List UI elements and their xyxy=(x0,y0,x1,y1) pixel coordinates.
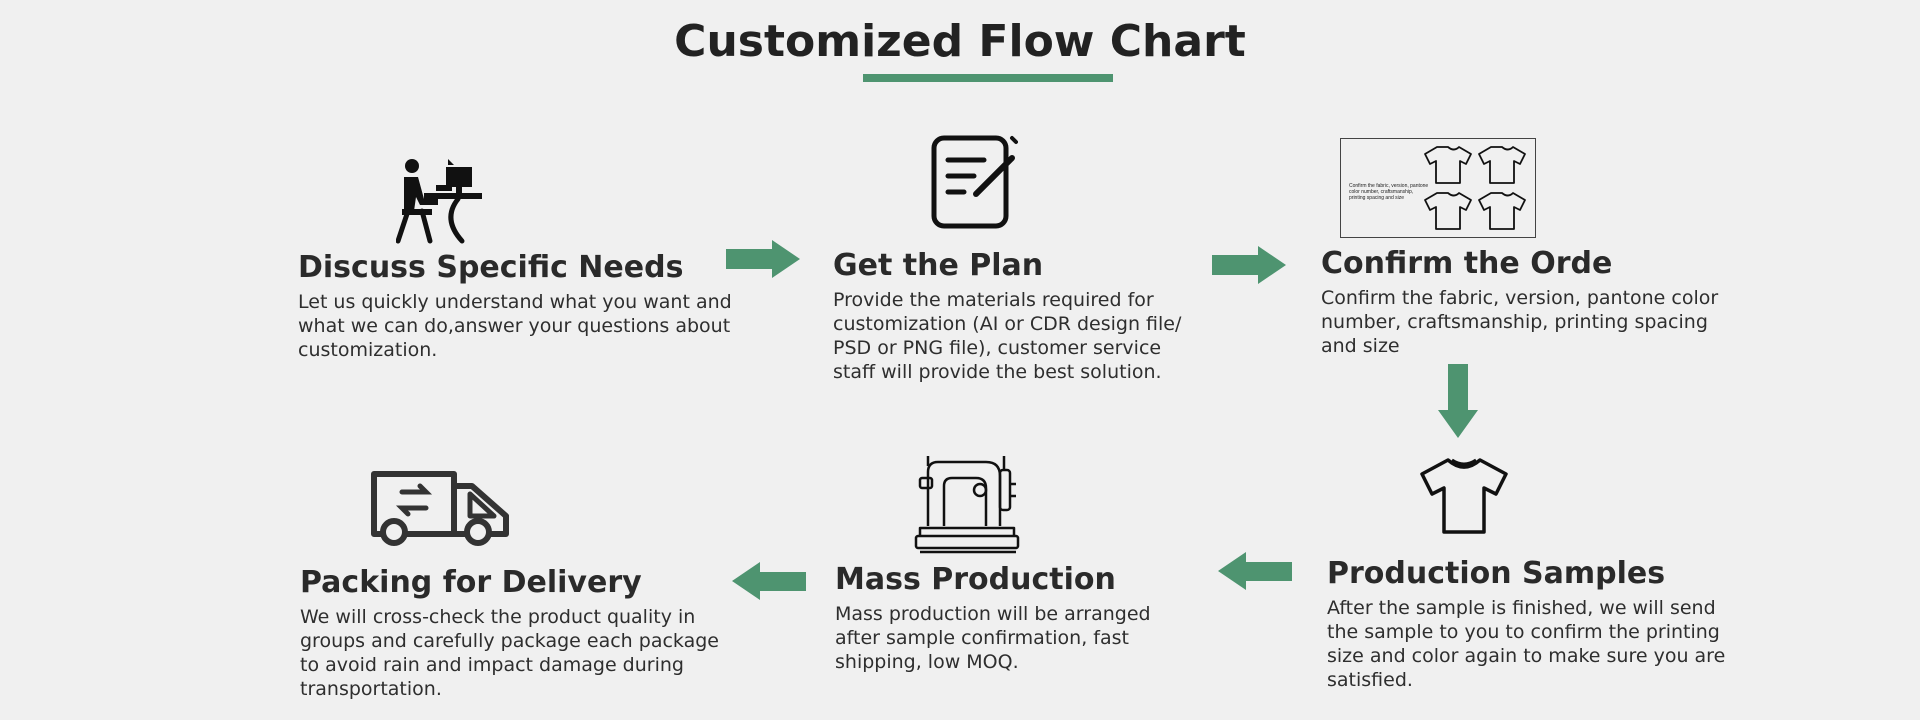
step-description: After the sample is finished, we will se… xyxy=(1327,597,1726,691)
title-underline xyxy=(863,74,1113,82)
thumbnail-caption: Confirm the fabric, version, pantone col… xyxy=(1349,183,1429,201)
notepad-pen-icon xyxy=(931,135,1018,229)
delivery-truck-icon xyxy=(371,471,509,546)
step-description: Provide the materials required for custo… xyxy=(833,289,1182,383)
person-at-computer-icon xyxy=(396,159,482,244)
step-description: Confirm the fabric, version, pantone col… xyxy=(1321,287,1719,357)
step-confirm-order: Confirm the Orde Confirm the fabric, ver… xyxy=(1321,246,1791,358)
step-packing-delivery: Packing for Delivery We will cross-check… xyxy=(300,565,770,701)
step-heading: Discuss Specific Needs xyxy=(298,250,684,285)
step-description: Let us quickly understand what you want … xyxy=(298,291,732,361)
arrow-left-icon xyxy=(732,562,806,600)
arrow-left-icon xyxy=(1218,552,1292,590)
step-heading: Confirm the Orde xyxy=(1321,246,1613,281)
arrow-right-icon xyxy=(1212,246,1286,284)
step-discuss-needs: Discuss Specific Needs Let us quickly un… xyxy=(298,250,768,362)
tshirt-icon xyxy=(1420,458,1508,534)
tshirt-outlines xyxy=(1424,146,1526,230)
step-description: Mass production will be arranged after s… xyxy=(835,603,1151,673)
tshirt-grid-icon: Confirm the fabric, version, pantone col… xyxy=(1340,138,1536,238)
step-get-plan: Get the Plan Provide the materials requi… xyxy=(833,248,1303,384)
sewing-machine-icon xyxy=(914,456,1020,554)
step-heading: Production Samples xyxy=(1327,556,1666,591)
step-heading: Mass Production xyxy=(835,562,1116,597)
arrow-right-icon xyxy=(726,240,800,278)
step-mass-production: Mass Production Mass production will be … xyxy=(835,562,1305,674)
step-description: We will cross-check the product quality … xyxy=(300,606,719,700)
arrow-down-icon xyxy=(1438,364,1478,438)
step-heading: Get the Plan xyxy=(833,248,1044,283)
step-production-samples: Production Samples After the sample is f… xyxy=(1327,556,1797,692)
page-title: Customized Flow Chart xyxy=(674,16,1246,67)
step-heading: Packing for Delivery xyxy=(300,565,642,600)
